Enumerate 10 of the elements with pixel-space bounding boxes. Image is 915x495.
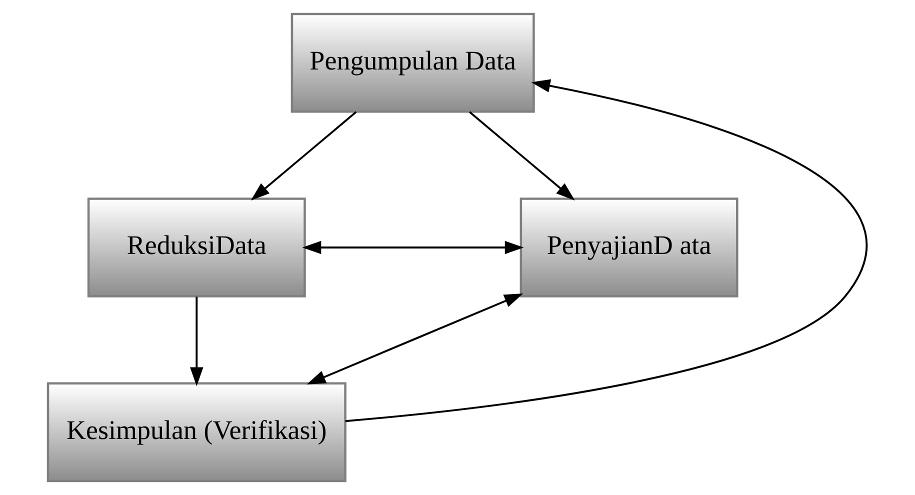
node-box: Kesimpulan (Verifikasi) bbox=[46, 382, 346, 482]
arrow bbox=[190, 296, 204, 386]
node-box: ReduksiData bbox=[87, 198, 306, 298]
node-box: Pengumpulan Data bbox=[290, 12, 535, 113]
arrow bbox=[345, 79, 868, 422]
arrow bbox=[302, 240, 524, 254]
node-box: PenyajianD ata bbox=[520, 198, 738, 298]
arrow bbox=[469, 111, 575, 200]
arrow bbox=[250, 111, 357, 200]
arrow bbox=[306, 293, 524, 384]
